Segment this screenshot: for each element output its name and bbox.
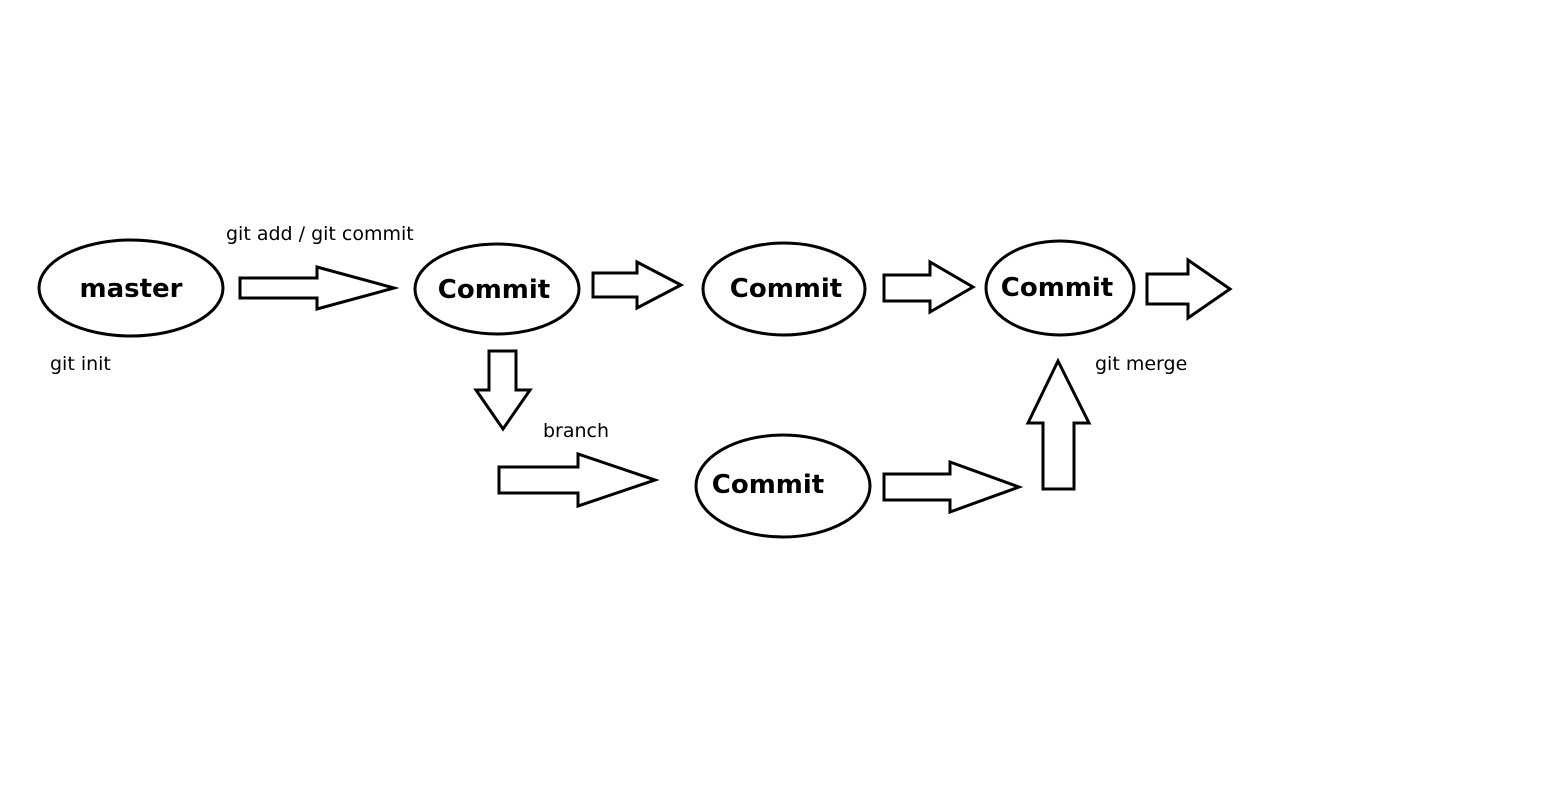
node-commit-branch-label: Commit	[712, 470, 824, 500]
node-commit-1-ellipse	[413, 242, 581, 336]
node-commit-branch-ellipse	[694, 433, 872, 539]
arrow-commit-1-to-commit-2	[591, 259, 685, 311]
node-commit-1: Commit	[413, 242, 581, 336]
arrow-commit-2-to-commit-3	[882, 259, 976, 315]
arrow-branch-to-commit	[497, 451, 660, 509]
node-commit-2-ellipse	[701, 241, 867, 337]
node-commit-branch: Commit	[694, 433, 872, 539]
label-branch: branch	[543, 420, 609, 442]
label-git-init: git init	[50, 353, 111, 375]
arrow-commit-1-down-branch	[473, 349, 533, 432]
arrow-master-to-commit-1	[238, 265, 400, 311]
node-commit-3-ellipse	[984, 239, 1136, 337]
label-git-add-commit: git add / git commit	[226, 223, 414, 245]
arrow-commit-3-continue	[1145, 257, 1233, 321]
node-commit-3: Commit	[984, 239, 1136, 337]
node-master-label: master	[80, 274, 183, 304]
node-commit-2-label: Commit	[730, 274, 842, 304]
node-commit-1-label: Commit	[438, 275, 550, 305]
node-master-ellipse	[37, 238, 225, 338]
node-commit-3-label: Commit	[1001, 273, 1113, 303]
arrow-merge-up	[1025, 357, 1092, 491]
node-commit-2: Commit	[701, 241, 867, 337]
node-master: master	[37, 238, 225, 338]
label-git-merge: git merge	[1095, 353, 1187, 375]
arrow-branch-commit-to-merge	[882, 459, 1024, 515]
